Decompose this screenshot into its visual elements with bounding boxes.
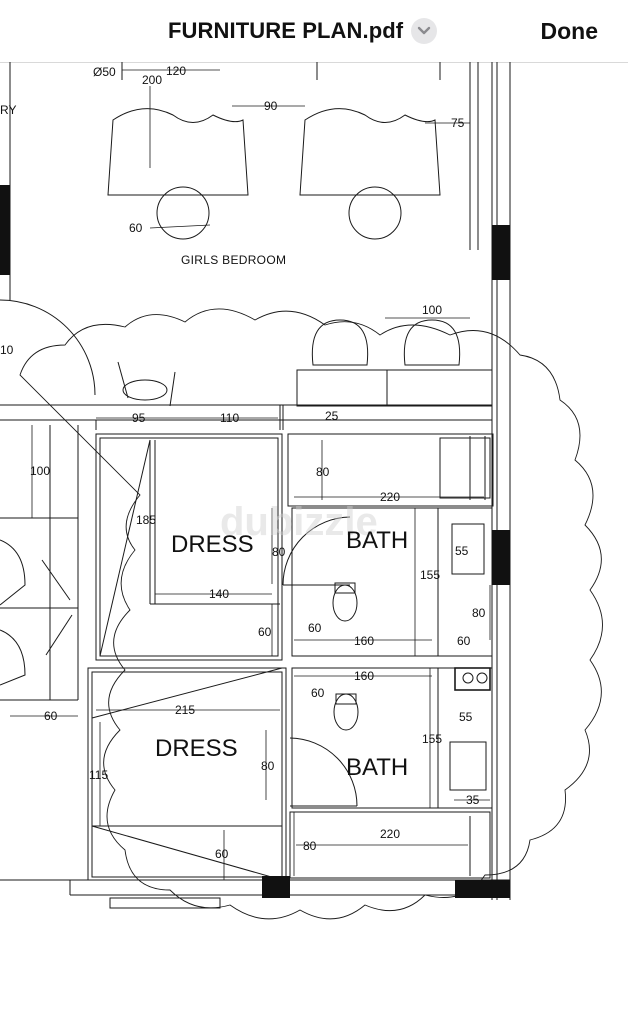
dim-label: 75 [451, 116, 465, 130]
dim-label: 110 [220, 411, 239, 425]
dim-label: 10 [0, 343, 14, 357]
dim-label: 60 [44, 709, 58, 723]
dim-label: 160 [354, 634, 374, 648]
watermark-text: dubizzle [220, 500, 378, 544]
dim-label: 55 [455, 544, 469, 558]
document-title: FURNITURE PLAN.pdf [168, 18, 404, 43]
dim-label: 100 [422, 303, 442, 317]
chevron-down-icon [418, 26, 431, 35]
dim-label: 155 [420, 568, 440, 582]
room-label-girls-bedroom: GIRLS BEDROOM [181, 253, 286, 267]
title-menu-button[interactable] [411, 18, 438, 44]
room-label-bath-upper: BATH [346, 527, 408, 554]
dim-label: 35 [466, 793, 480, 807]
dim-label: 80 [316, 465, 330, 479]
dim-label: 90 [264, 99, 278, 113]
dim-label: 220 [380, 827, 400, 841]
dim-label: 115 [89, 768, 108, 782]
room-label-dress-upper: DRESS [171, 531, 254, 558]
room-label-partial-left: RY [0, 103, 16, 117]
dim-label: 60 [311, 686, 325, 700]
floor-plan-drawing: dubizzle GIRLS BEDROOM RY DRESS BATH DRE… [0, 62, 603, 920]
dim-label: 80 [303, 839, 317, 853]
dim-label: 80 [261, 759, 275, 773]
document-title-group[interactable]: FURNITURE PLAN.pdf [168, 14, 438, 48]
dim-label: 60 [215, 847, 229, 861]
dim-label: 60 [258, 625, 272, 639]
dim-label: 140 [209, 587, 229, 601]
dim-label: 55 [459, 710, 473, 724]
dim-label: 185 [136, 513, 156, 527]
room-label-bath-lower: BATH [346, 754, 408, 781]
dim-label: 200 [142, 73, 162, 87]
dim-label: 60 [457, 634, 471, 648]
dim-label: 120 [166, 64, 186, 78]
dim-label: 25 [325, 409, 339, 423]
dim-label: 160 [354, 669, 374, 683]
done-button[interactable]: Done [540, 17, 599, 44]
dim-label: 100 [30, 464, 50, 478]
top-bar: FURNITURE PLAN.pdf Done [0, 0, 628, 63]
dim-label: Ø50 [93, 65, 116, 79]
dim-label: 80 [472, 606, 486, 620]
dim-label: 60 [129, 221, 143, 235]
dim-label: 215 [175, 703, 195, 717]
dim-label: 80 [272, 545, 286, 559]
dim-label: 60 [308, 621, 322, 635]
dim-label: 220 [380, 490, 400, 504]
dim-label: 155 [422, 732, 442, 746]
room-label-dress-lower: DRESS [155, 735, 238, 762]
floor-plan-viewer[interactable]: dubizzle GIRLS BEDROOM RY DRESS BATH DRE… [0, 62, 628, 1024]
dim-label: 95 [132, 411, 146, 425]
